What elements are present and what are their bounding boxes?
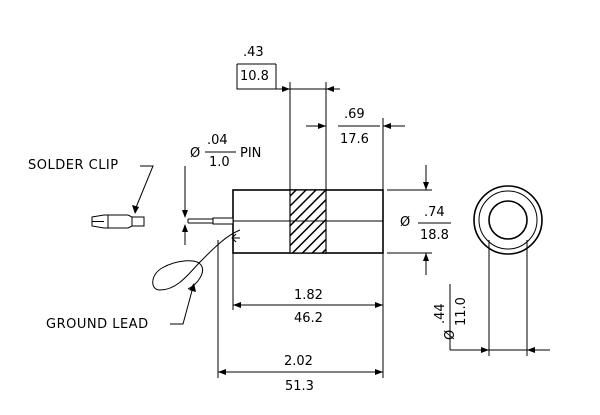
dim-pin-diameter: Ø .04 1.0 PIN (182, 133, 261, 245)
ground-lead-wire (152, 229, 241, 291)
ground-lead-label: GROUND LEAD (46, 317, 149, 332)
dim-overall-length-inch: 2.02 (284, 354, 313, 369)
dim-band-width: .43 10.8 (236, 45, 340, 190)
pin-label: PIN (240, 146, 261, 161)
dim-overall-length: 2.02 51.3 (217, 240, 384, 394)
dim-body-length-mm: 46.2 (294, 311, 323, 326)
dim-band-width-mm: 10.8 (240, 69, 269, 84)
bore-diameter-symbol: Ø (443, 330, 458, 340)
dim-body-diameter-inch: .74 (424, 205, 445, 220)
end-view (449, 185, 550, 356)
dim-bore-diameter: Ø .44 11.0 (433, 296, 469, 340)
dim-bore-diameter-mm: 11.0 (454, 297, 469, 326)
dim-pin-diameter-inch: .04 (207, 133, 228, 148)
dim-band-to-end: .69 17.6 (306, 107, 405, 190)
dim-bore-diameter-inch: .44 (433, 303, 448, 324)
pin-diameter-symbol: Ø (190, 146, 200, 161)
dim-body-diameter-mm: 18.8 (420, 228, 449, 243)
dim-body-diameter: Ø .74 18.8 (387, 165, 451, 275)
dim-band-to-end-inch: .69 (344, 107, 365, 122)
dim-body-length-inch: 1.82 (294, 288, 323, 303)
pin-lead (187, 217, 234, 225)
ferrite-body (232, 189, 384, 254)
dim-band-to-end-mm: 17.6 (340, 132, 369, 147)
solder-clip (91, 214, 145, 229)
solder-clip-label: SOLDER CLIP (28, 158, 119, 173)
dim-pin-diameter-mm: 1.0 (209, 155, 230, 170)
dim-band-width-inch: .43 (243, 45, 264, 60)
dim-overall-length-mm: 51.3 (285, 379, 314, 394)
body-diameter-symbol: Ø (400, 215, 410, 230)
dim-body-length: 1.82 46.2 (232, 253, 384, 326)
